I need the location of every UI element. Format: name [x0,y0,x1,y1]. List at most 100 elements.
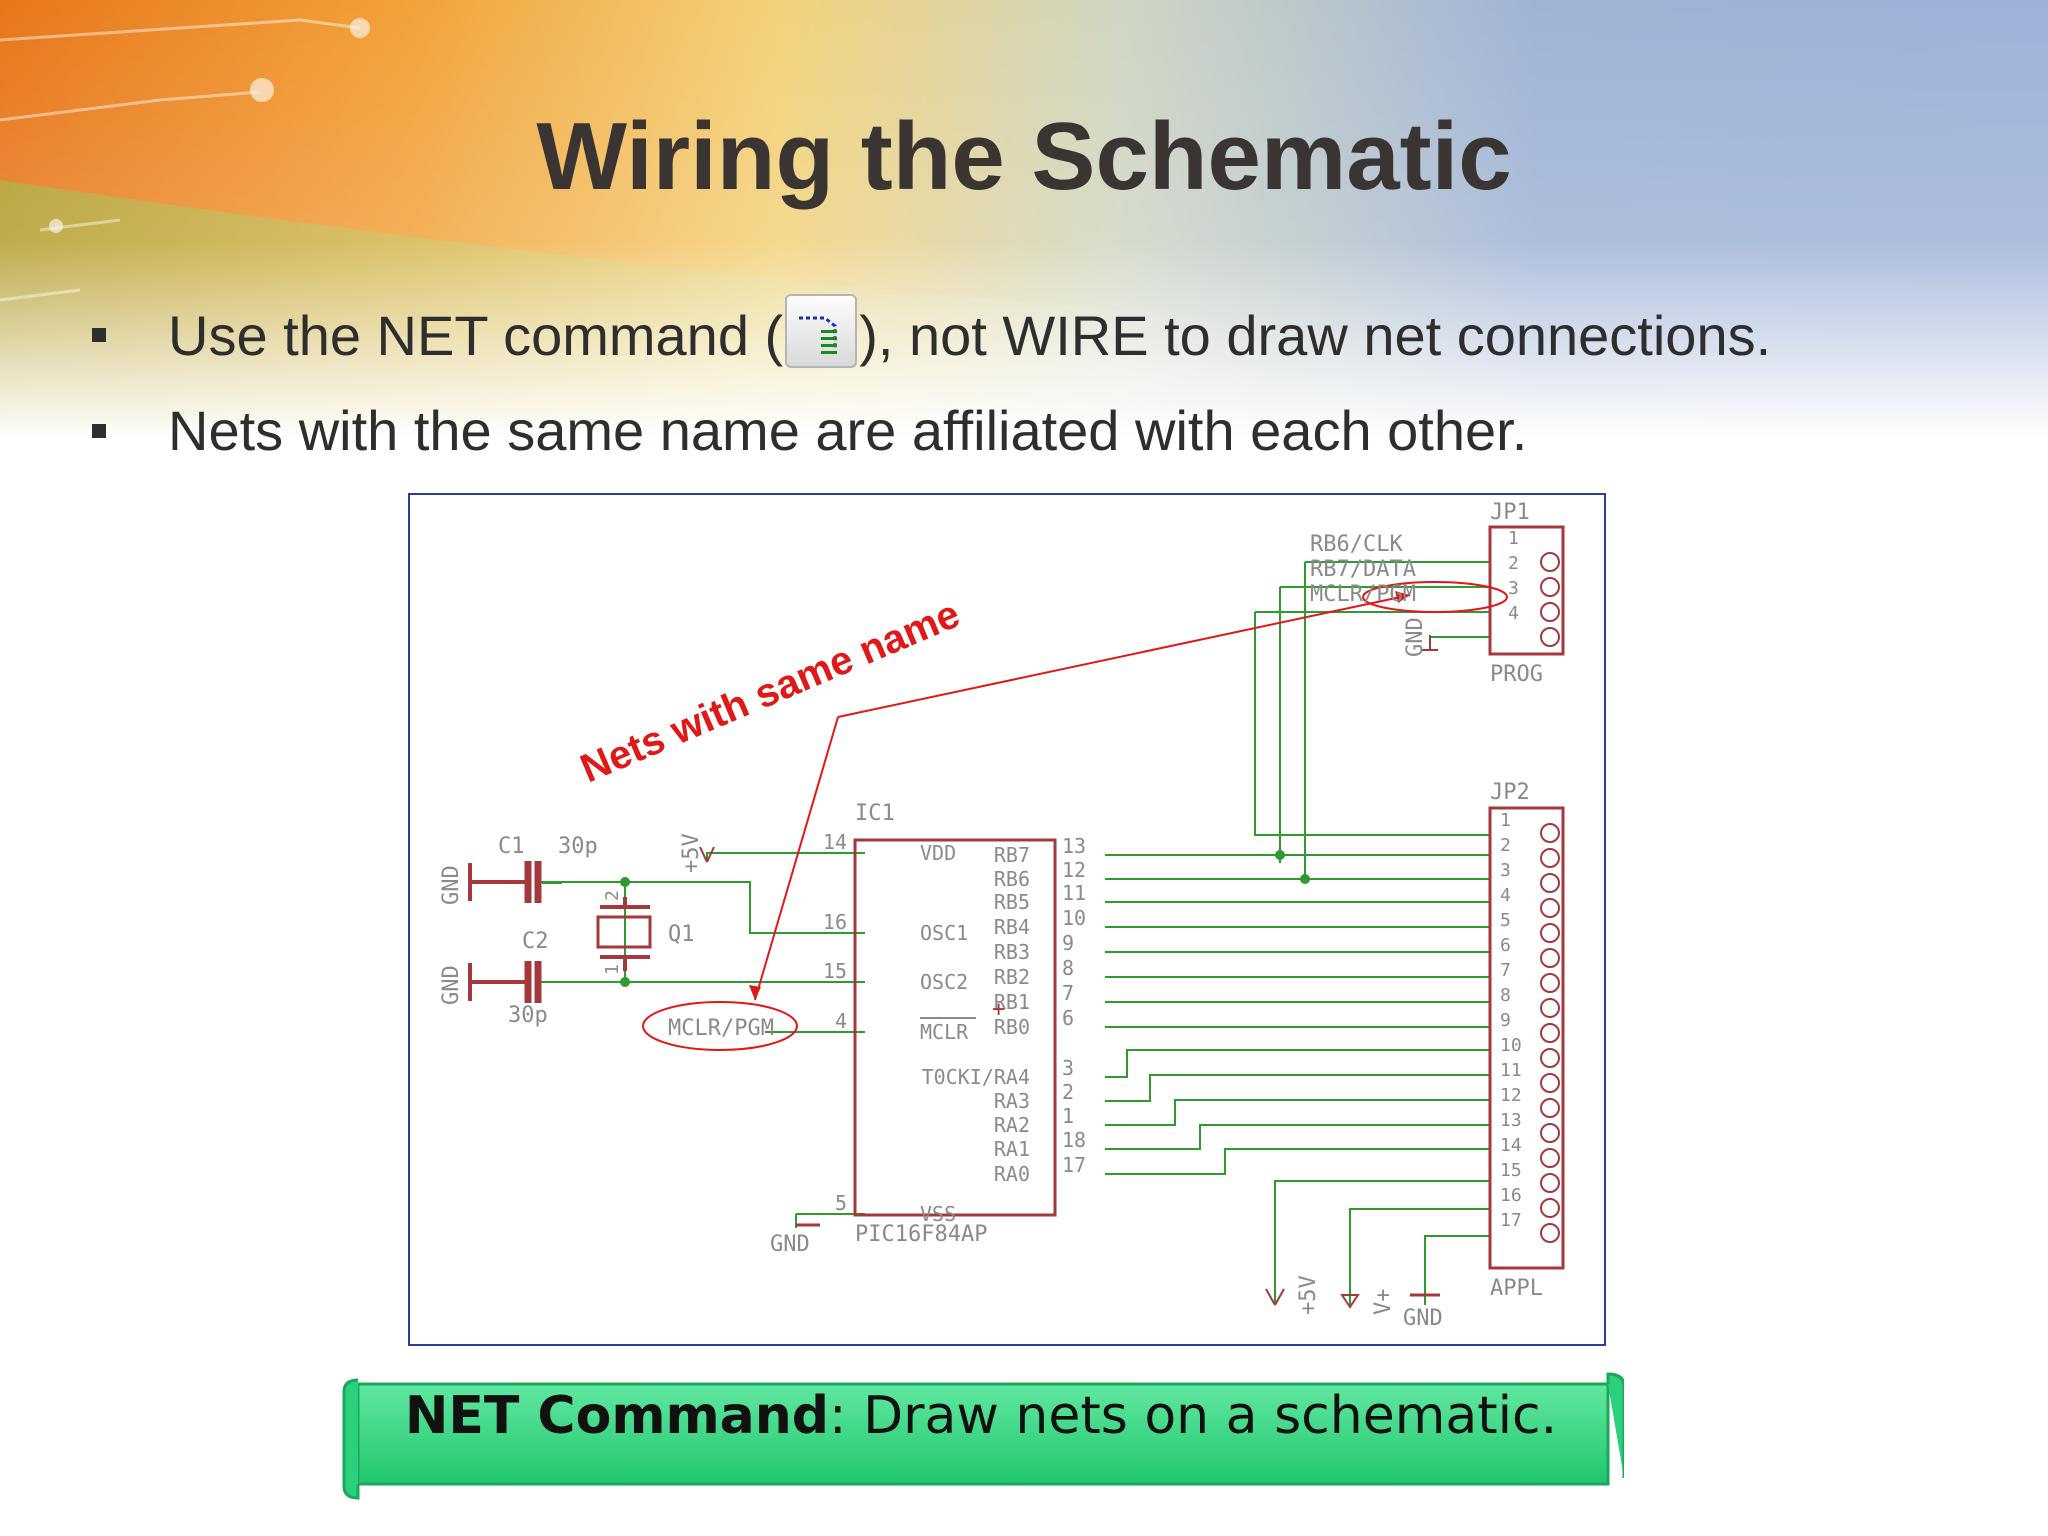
ic-left-pin-number: 15 [823,959,847,983]
ic-right-pin-name: RA3 [994,1089,1030,1113]
vdd-supply: +5V [679,833,704,873]
jp1-pin-number: 4 [1508,603,1519,624]
ic-right-pin-name: RA0 [994,1162,1030,1186]
ic-left-pin-number: 4 [835,1009,847,1033]
ic-right-pin-name: RA2 [994,1113,1030,1137]
jp2-pin-number: 16 [1500,1185,1522,1206]
ic-left-pin-name: OSC2 [920,970,968,994]
bullet-2: Nets with the same name are affiliated w… [92,398,1527,463]
jp2-pin-number: 17 [1500,1210,1522,1231]
jp2-value: APPL [1490,1276,1543,1301]
jp2-pin [1540,948,1560,968]
q1-pin2: 2 [602,890,623,901]
jp1-pin [1540,627,1560,647]
q1-pin1: 1 [602,964,623,975]
c1-name: C1 [498,834,525,859]
ic-right-pin-name: RB6 [994,867,1030,891]
jp1-pin [1540,577,1560,597]
jp2-pin [1540,1098,1560,1118]
annotation-text: Nets with same name [574,592,966,791]
jp2-pin [1540,973,1560,993]
bullet-1-text-after: ), not WIRE to draw net connections. [859,303,1772,367]
bullet-square [92,328,106,342]
ic-right-pin-number: 2 [1062,1080,1074,1104]
c2-gnd: GND [439,965,464,1005]
jp1-pin [1540,552,1560,572]
jp2-pin-number: 10 [1500,1035,1522,1056]
jp2-pin-number: 4 [1500,885,1511,906]
ic-right-pin-number: 13 [1062,834,1086,858]
bullet-square [92,423,106,438]
jp2-pin [1540,998,1560,1018]
ic-left-pin-number: 14 [823,830,847,854]
jp1-pin-number: 1 [1508,528,1519,549]
ic-right-pin-number: 6 [1062,1006,1074,1030]
jp1-net-rb6: RB6/CLK [1310,532,1403,557]
bullet-2-text: Nets with the same name are affiliated w… [168,399,1528,462]
jp2-pin-number: 12 [1500,1085,1522,1106]
q1-name: Q1 [668,922,695,947]
jp1-pin-number: 3 [1508,578,1519,599]
ic-right-pin-number: 10 [1062,906,1086,930]
jp2-pin [1540,1048,1560,1068]
jp2-pin [1540,1223,1560,1243]
ic-left-pin-number: 5 [835,1191,847,1215]
ic-right-pin-name: RB0 [994,1015,1030,1039]
vss-gnd: GND [770,1232,810,1257]
jp2-pin-number: 1 [1500,810,1511,831]
jp2-pin [1540,923,1560,943]
jp2-pin [1540,1123,1560,1143]
banner-bold: NET Command [404,1386,830,1446]
ic-left-pin-name: OSC1 [920,921,968,945]
banner-rest: : Draw nets on a schematic. [829,1386,1558,1446]
ic-value: PIC16F84AP [855,1222,987,1247]
ic-right-pin-name: RB4 [994,915,1030,939]
ic-right-pin-name: RB2 [994,965,1030,989]
c1-gnd: GND [439,865,464,905]
jp2-pin [1540,1023,1560,1043]
jp2-pin-number: 15 [1500,1160,1522,1181]
bullet-1: Use the NET command ( ), not WIRE to dra… [92,294,1772,372]
jp2-pin [1540,898,1560,918]
jp1-net-gnd: GND [1403,617,1428,657]
c2-name: C2 [522,929,549,954]
c1-value: 30p [558,834,598,859]
bottom-5v: +5V [1296,1275,1321,1315]
jp1-net-rb7: RB7/DATA [1310,557,1416,582]
jp2-pin-number: 11 [1500,1060,1522,1081]
ic-plus: + [992,997,1005,1022]
jp2-pin-number: 14 [1500,1135,1522,1156]
net-command-banner [342,1372,1624,1500]
ic-right-pin-number: 11 [1062,881,1086,905]
ic-right-pin-number: 9 [1062,931,1074,955]
mclr-net-label: MCLR/PGM [668,1016,774,1041]
jp1-pin [1540,602,1560,622]
jp2-name: JP2 [1490,780,1530,805]
ic-left-pin-number: 16 [823,910,847,934]
jp2-pin [1540,1198,1560,1218]
c2-value: 30p [508,1003,548,1028]
jp1-value: PROG [1490,662,1543,687]
ic-left-pin-name: MCLR [920,1020,969,1044]
jp2-pin [1540,1148,1560,1168]
ic-name: IC1 [855,801,895,826]
bullet-1-text-before: Use the NET command ( [168,303,784,367]
ic-right-pin-number: 17 [1062,1153,1086,1177]
jp2-pin [1540,823,1560,843]
net-command-icon [785,294,858,368]
ic-right-pin-number: 12 [1062,858,1086,882]
bottom-gnd: GND [1403,1306,1443,1331]
jp2-pin-number: 3 [1500,860,1511,881]
slide-title: Wiring the Schematic [536,103,1512,210]
ic-right-pin-name: RA1 [994,1137,1030,1161]
jp2-pin-number: 8 [1500,985,1511,1006]
ic-right-pin-number: 7 [1062,981,1074,1005]
jp2-pin-number: 6 [1500,935,1511,956]
banner-text: NET Command: Draw nets on a schematic. [340,1386,1622,1446]
jp1-pin-number: 2 [1508,553,1519,574]
ic-right-pin-name: RB3 [994,940,1030,964]
ic-right-pin-number: 18 [1062,1128,1086,1152]
